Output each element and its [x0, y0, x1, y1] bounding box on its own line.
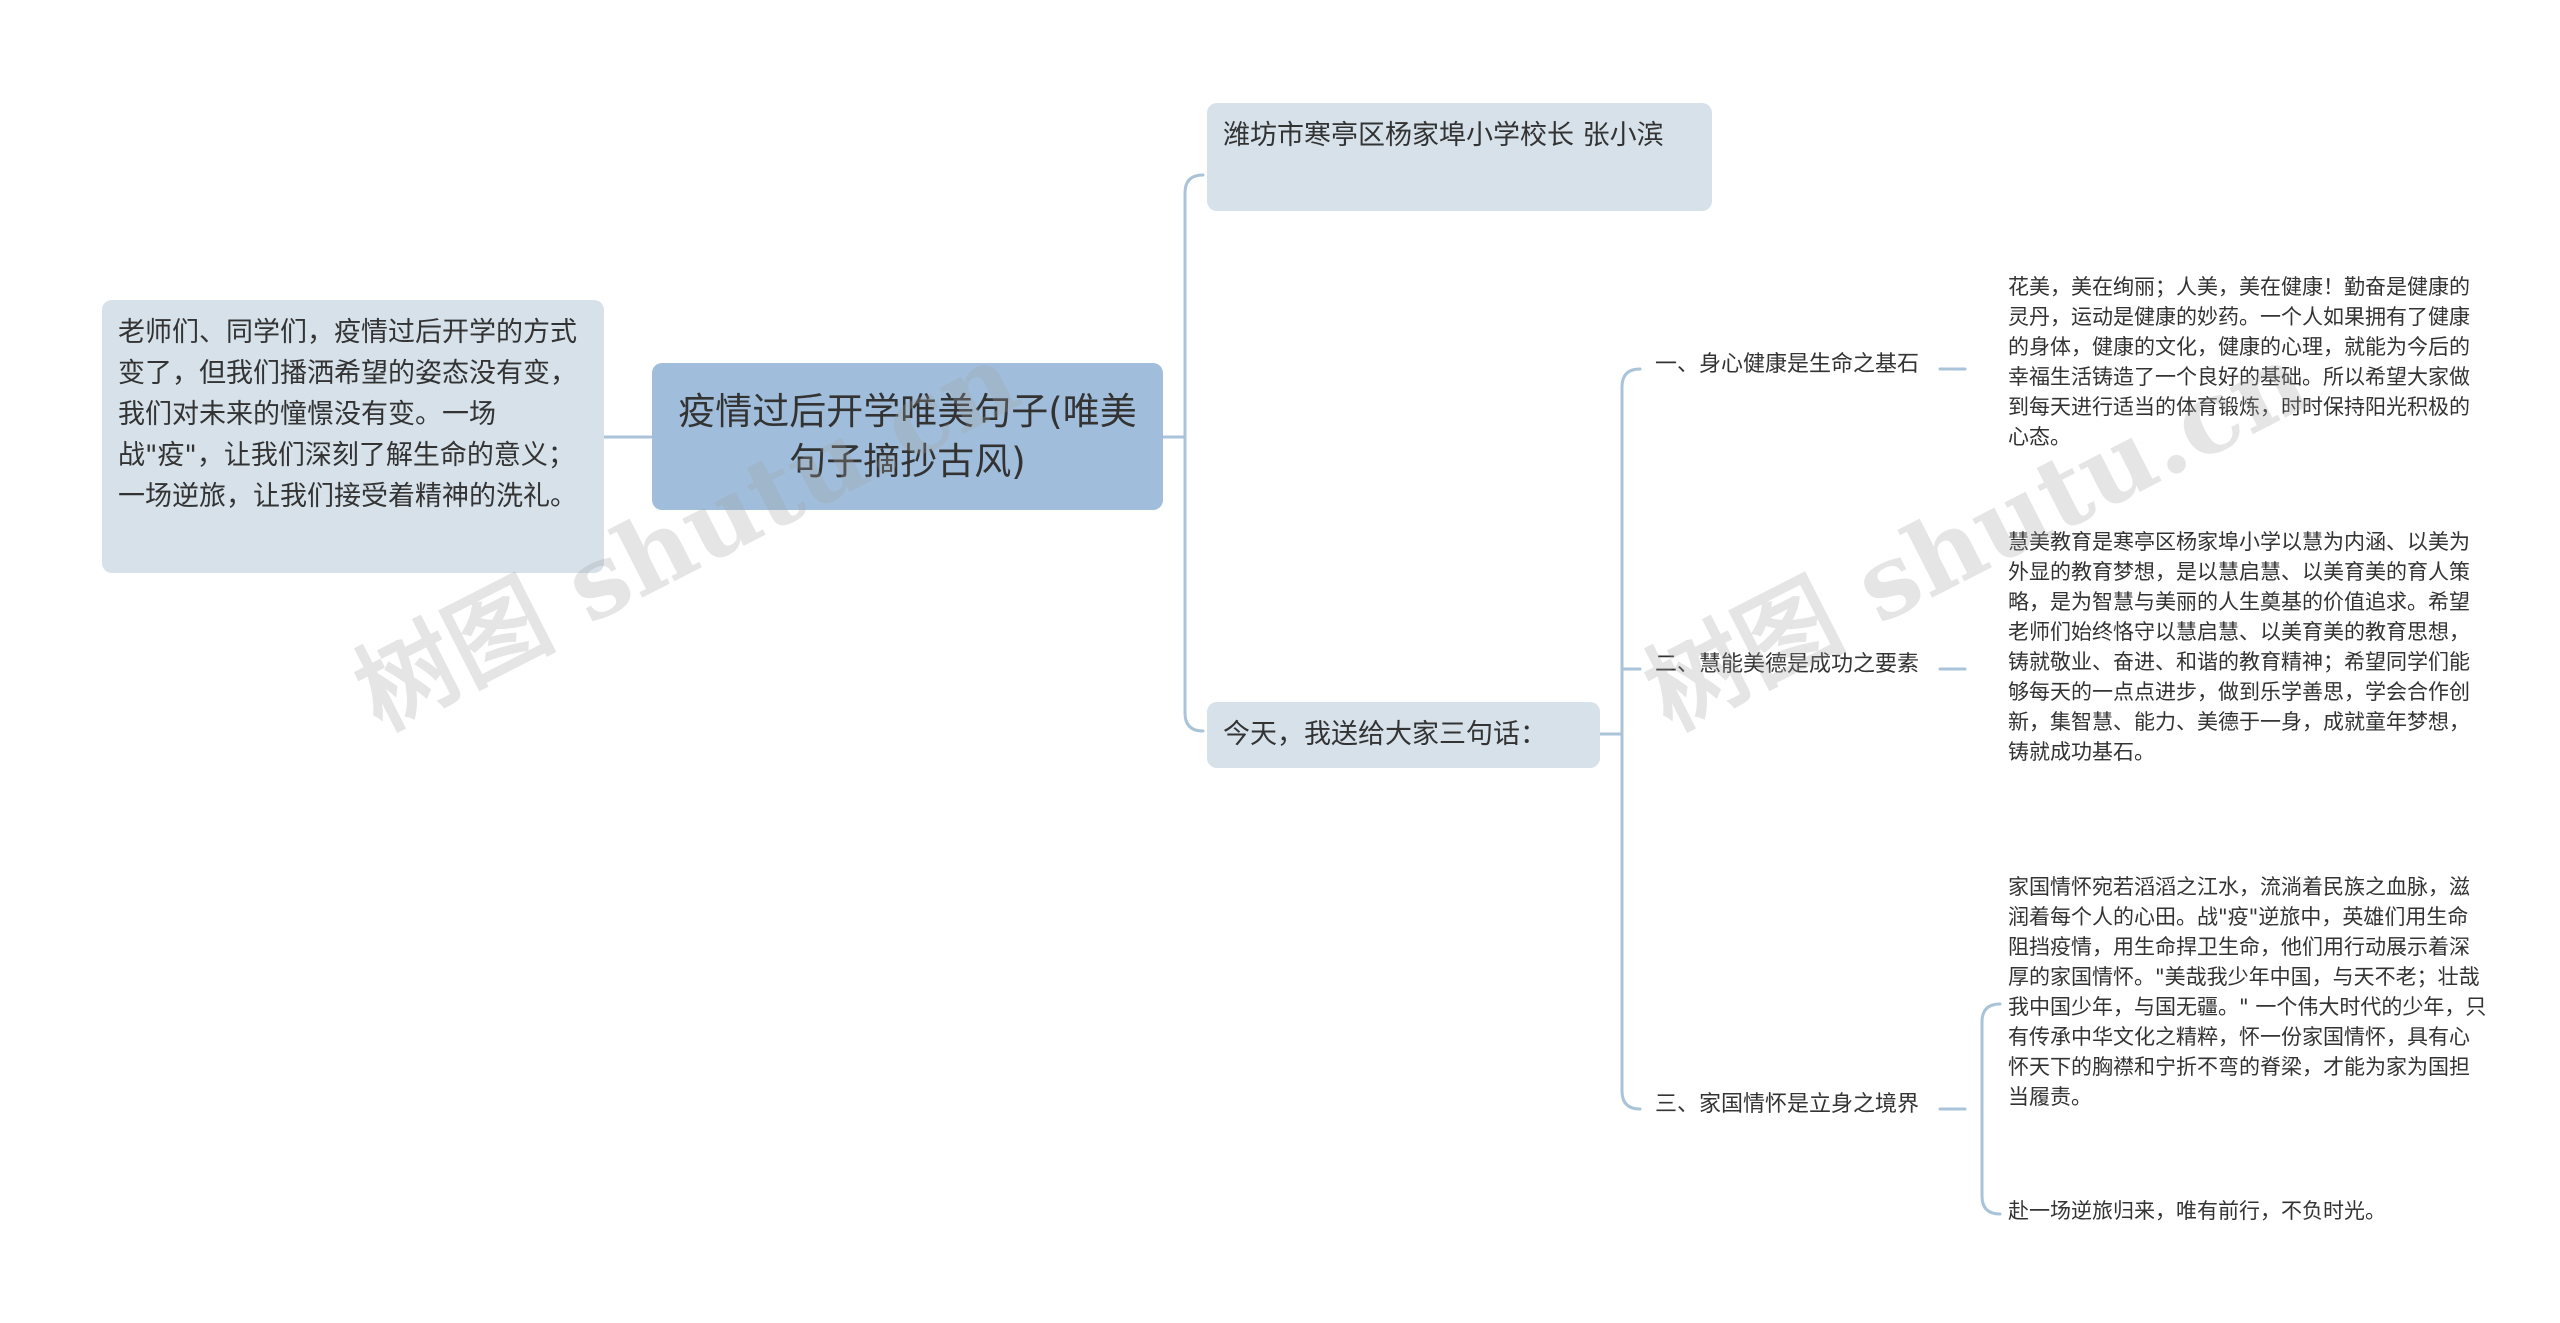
left-node-text: 老师们、同学们，疫情过后开学的方式变了，但我们播洒希望的姿态没有变，我们对未来的… [118, 317, 577, 512]
trunk-right [1183, 173, 1205, 733]
root-title: 疫情过后开学唯美句子(唯美句子摘抄古风) [678, 389, 1137, 483]
left-node[interactable]: 老师们、同学们，疫情过后开学的方式变了，但我们播洒希望的姿态没有变，我们对未来的… [102, 300, 604, 573]
trunk-points [1620, 367, 1642, 1111]
intro-text: 今天，我送给大家三句话： [1223, 719, 1547, 750]
intro-node[interactable]: 今天，我送给大家三句话： [1207, 702, 1600, 768]
point-1-detail: 花美，美在绚丽；人美，美在健康！勤奋是健康的灵丹，运动是健康的妙药。一个人如果拥… [2008, 275, 2470, 449]
point-label-1[interactable]: 一、身心健康是生命之基石 [1655, 352, 1920, 377]
author-text: 潍坊市寒亭区杨家埠小学校长 张小滨 [1223, 120, 1664, 151]
point-label-3[interactable]: 三、家国情怀是立身之境界 [1655, 1092, 1920, 1117]
point-3-detail-2: 赴一场逆旅归来，唯有前行，不负时光。 [2008, 1199, 2386, 1223]
root-node[interactable]: 疫情过后开学唯美句子(唯美句子摘抄古风) [652, 363, 1163, 510]
point-label-2[interactable]: 二、慧能美德是成功之要素 [1655, 652, 1920, 677]
author-node[interactable]: 潍坊市寒亭区杨家埠小学校长 张小滨 [1207, 103, 1712, 211]
trunk-point3-leaves [1980, 1002, 2002, 1216]
point-2-detail: 慧美教育是寒亭区杨家埠小学以慧为内涵、以美为外显的教育梦想，是以慧启慧、以美育美… [2008, 530, 2470, 764]
point-3-detail-1: 家国情怀宛若滔滔之江水，流淌着民族之血脉，滋润着每个人的心田。战"疫"逆旅中，英… [2008, 875, 2487, 1109]
